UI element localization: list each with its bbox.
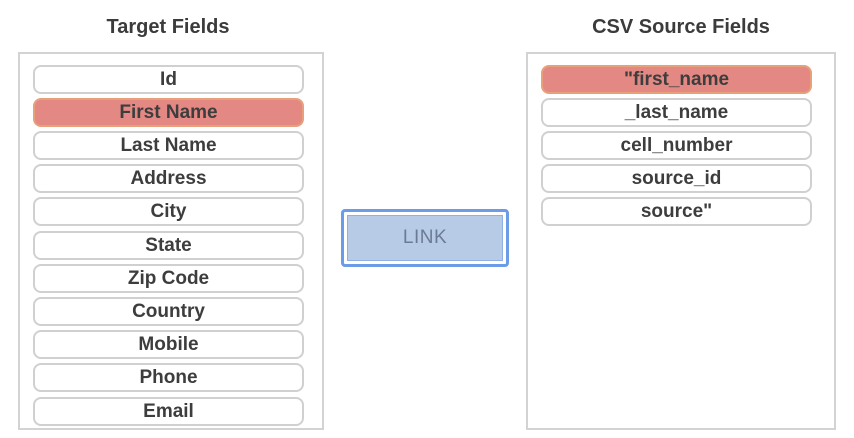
target-field-email[interactable]: Email <box>33 397 304 426</box>
target-field-country[interactable]: Country <box>33 297 304 326</box>
target-field-address[interactable]: Address <box>33 164 304 193</box>
source-field-source-id[interactable]: source_id <box>541 164 812 193</box>
source-field-first-name[interactable]: "first_name <box>541 65 812 94</box>
source-field-source[interactable]: source" <box>541 197 812 226</box>
target-field-phone[interactable]: Phone <box>33 363 304 392</box>
target-fields-title: Target Fields <box>106 16 230 38</box>
link-button-label: LINK <box>347 215 503 261</box>
target-field-zip-code[interactable]: Zip Code <box>33 264 304 293</box>
link-button[interactable]: LINK <box>341 209 509 267</box>
target-field-first-name[interactable]: First Name <box>33 98 304 127</box>
target-field-city[interactable]: City <box>33 197 304 226</box>
source-field-cell-number[interactable]: cell_number <box>541 131 812 160</box>
target-fields-panel: Id First Name Last Name Address City Sta… <box>18 52 324 430</box>
target-field-state[interactable]: State <box>33 231 304 260</box>
csv-source-fields-title: CSV Source Fields <box>592 16 770 38</box>
target-field-last-name[interactable]: Last Name <box>33 131 304 160</box>
target-field-mobile[interactable]: Mobile <box>33 330 304 359</box>
target-field-id[interactable]: Id <box>33 65 304 94</box>
source-field-last-name[interactable]: _last_name <box>541 98 812 127</box>
csv-source-fields-panel: "first_name _last_name cell_number sourc… <box>526 52 836 430</box>
